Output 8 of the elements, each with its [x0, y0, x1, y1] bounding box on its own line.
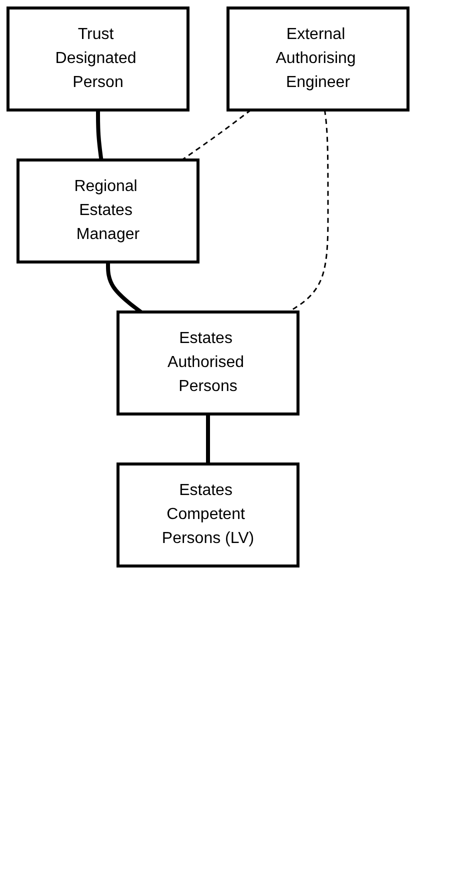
- node-box: External Authorising Engineer: [226, 6, 410, 112]
- node-box: Estates Authorised Persons: [116, 310, 300, 416]
- node-box: Trust Designated Person: [6, 6, 190, 112]
- connector: [181, 109, 252, 161]
- node-box: Regional Estates Manager: [16, 158, 200, 264]
- connector: [96, 110, 104, 160]
- node-box: Estates Competent Persons (LV): [116, 462, 300, 568]
- connector: [206, 414, 210, 464]
